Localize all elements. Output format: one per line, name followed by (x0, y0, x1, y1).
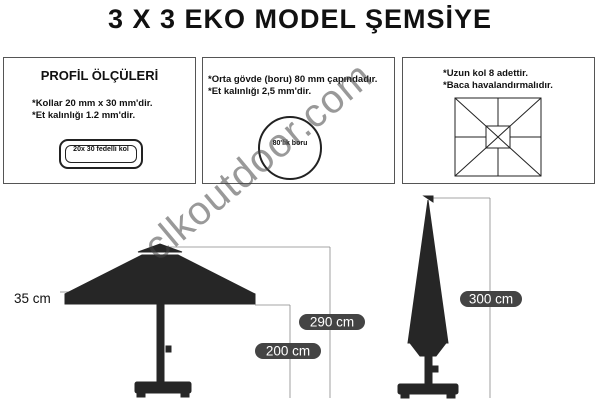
umbrella-valance (64, 293, 256, 305)
base-foot-left (136, 392, 146, 398)
vent-info-box: *Uzun kol 8 adettir. *Baca havalandırmal… (402, 57, 595, 184)
open-umbrella (64, 243, 256, 398)
clearance-height-badge (255, 343, 321, 359)
umbrella-side-views: 35 cm 290 cm 200 cm 300 cm (14, 195, 522, 399)
closed-canopy-bottom (408, 342, 448, 357)
closed-pole (424, 355, 433, 385)
pole-crank (165, 345, 172, 353)
profile-heading: PROFİL ÖLÇÜLERİ (40, 68, 159, 83)
total-height-label: 290 cm (310, 315, 354, 330)
closed-foot-right (446, 393, 456, 399)
umbrella-vent-cap (137, 243, 183, 253)
tube-info-box: *Orta gövde (boru) 80 mm çapındadır. *Et… (202, 57, 395, 184)
closed-crank (432, 365, 439, 373)
profile-notes: *Kollar 20 mm x 30 mm'dir. *Et kalınlığı… (32, 98, 153, 122)
tube-circle: 80'lik boru (258, 116, 322, 180)
closed-base (397, 383, 459, 395)
total-height-badge (299, 314, 365, 330)
tube-diameter-note: *Orta gövde (boru) 80 mm çapındadır. (208, 74, 378, 85)
vent-notes: *Uzun kol 8 adettir. *Baca havalandırmal… (443, 68, 553, 92)
arm-thickness-note: *Et kalınlığı 1.2 mm'dir. (32, 110, 136, 121)
base-foot-right (180, 392, 190, 398)
arm-size-note: *Kollar 20 mm x 30 mm'dir. (32, 98, 153, 109)
tube-thickness-note: *Et kalınlığı 2,5 mm'dir. (208, 86, 312, 97)
closed-height-badge (460, 291, 522, 307)
closed-canopy (407, 199, 449, 344)
tube-notes: *Orta gövde (boru) 80 mm çapındadır. *Et… (208, 74, 377, 98)
profile-cross-section: 20x 30 fedelli kol (59, 139, 143, 169)
vent-note: *Baca havalandırmalıdır. (443, 80, 553, 91)
closed-height-label: 300 cm (469, 292, 513, 307)
top-view-diagram (454, 97, 542, 177)
canopy-edge-label: 35 cm (14, 291, 51, 306)
umbrella-pole (156, 303, 165, 383)
vent-diagonal-2 (485, 125, 511, 149)
arm-count-note: *Uzun kol 8 adettir. (443, 68, 528, 79)
page-title: 3 X 3 EKO MODEL ŞEMSİYE (107, 4, 493, 34)
profile-info-box: PROFİL ÖLÇÜLERİ *Kollar 20 mm x 30 mm'di… (3, 57, 196, 184)
profile-label: 20x 30 fedelli kol (65, 145, 137, 163)
tube-label: 80'lik boru (272, 140, 308, 147)
closed-vent-tip (422, 195, 434, 203)
clearance-height-label: 200 cm (266, 344, 310, 359)
closed-umbrella (397, 195, 459, 399)
closed-foot-left (400, 393, 410, 399)
umbrella-base (134, 381, 192, 394)
